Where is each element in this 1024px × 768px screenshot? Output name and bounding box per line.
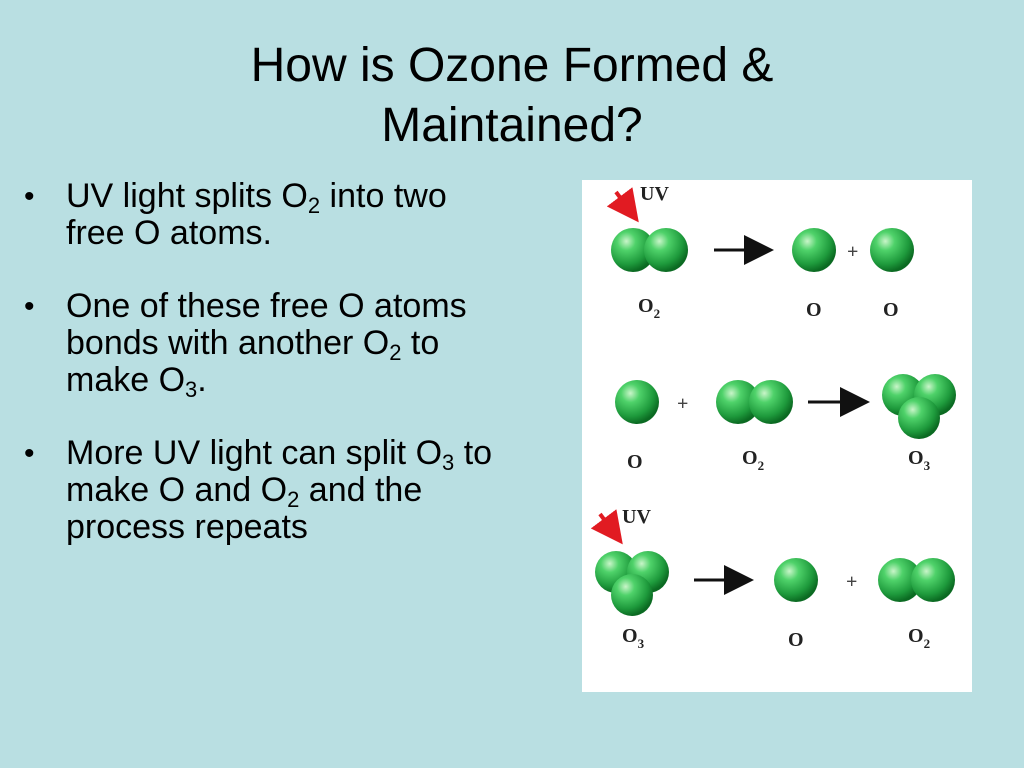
bullet-uv-splits-o3: More UV light can split O3 to make O and… xyxy=(24,435,494,546)
o3-label: O3 xyxy=(622,625,645,651)
oxygen-atom xyxy=(615,380,659,424)
reaction-row-3: UV + O3 O O2 xyxy=(590,506,955,651)
oxygen-atom xyxy=(792,228,836,272)
uv-label: UV xyxy=(622,506,651,528)
o-label: O xyxy=(788,629,804,651)
plus-sign: + xyxy=(677,393,688,415)
reaction-row-2: + O O2 O3 xyxy=(615,374,956,473)
oxygen-atom xyxy=(911,558,955,602)
oxygen-atom xyxy=(716,380,760,424)
slide-title: How is Ozone Formed & Maintained? xyxy=(0,36,1024,156)
o2-label: O2 xyxy=(742,447,764,473)
ozone-reaction-diagram: UV O2 + O O + O O2 O3 UV + O3 O xyxy=(582,180,972,692)
uv-label: UV xyxy=(640,183,669,205)
o-label: O xyxy=(627,451,643,473)
plus-sign: + xyxy=(846,571,857,593)
oxygen-atom xyxy=(749,380,793,424)
o-label: O xyxy=(806,299,822,321)
oxygen-atom xyxy=(898,397,940,439)
ozone-reaction-svg: UV O2 + O O + O O2 O3 UV + O3 O xyxy=(590,183,956,651)
oxygen-atom xyxy=(611,574,653,616)
reaction-row-1: UV O2 + O O xyxy=(606,183,914,321)
bullet-o-bonds-o2: One of these free O atoms bonds with ano… xyxy=(24,288,494,401)
o2-label: O2 xyxy=(908,625,930,651)
oxygen-atom xyxy=(644,228,688,272)
o-label: O xyxy=(883,299,899,321)
oxygen-atom xyxy=(611,228,655,272)
plus-sign: + xyxy=(847,241,858,263)
title-line-1: How is Ozone Formed & xyxy=(250,39,774,92)
oxygen-atom xyxy=(774,558,818,602)
uv-arrow-icon xyxy=(590,509,623,545)
bullet-uv-splits-o2: UV light splits O2 into two free O atoms… xyxy=(24,178,494,252)
bullet-list: UV light splits O2 into two free O atoms… xyxy=(24,178,494,582)
title-line-2: Maintained? xyxy=(381,99,643,152)
oxygen-atom xyxy=(878,558,922,602)
oxygen-atom xyxy=(870,228,914,272)
uv-arrow-icon xyxy=(606,187,639,223)
o3-label: O3 xyxy=(908,447,931,473)
o2-label: O2 xyxy=(638,295,660,321)
